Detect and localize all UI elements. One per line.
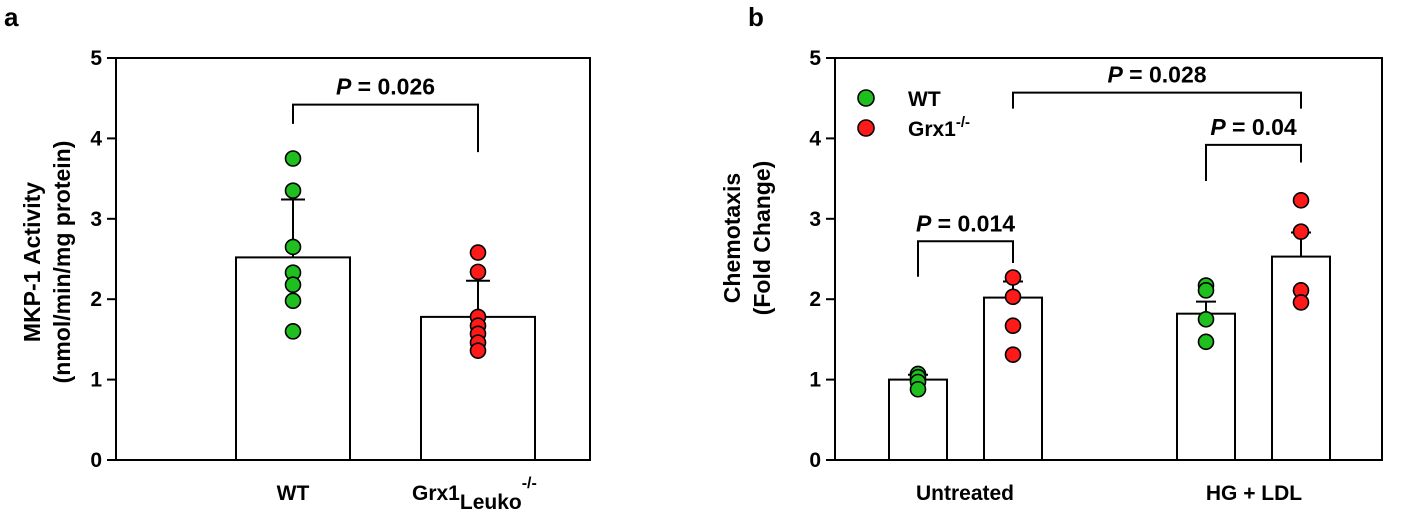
plot-frame (834, 57, 1383, 461)
significance-bracket (292, 103, 479, 153)
panel-b-letter: b (748, 2, 764, 32)
data-point (284, 323, 302, 340)
y-tick-label: 2 (809, 288, 821, 311)
significance-bracket (917, 240, 1014, 277)
data-point (909, 380, 927, 398)
y-tick-label: 1 (90, 369, 102, 392)
x-category-label: Grx1Leuko-/- (412, 475, 537, 510)
legend-marker (857, 119, 875, 137)
panel-b-y-axis-title: Chemotaxis (719, 173, 745, 303)
x-category-label: WT (277, 482, 310, 505)
y-tick-label: 2 (90, 288, 102, 311)
data-point (1197, 282, 1215, 299)
panel-a-letter: a (4, 2, 19, 32)
y-tick-label: 1 (809, 369, 821, 392)
legend-label: Grx1-/- (908, 114, 970, 141)
panel-b-y-axis-unit: (Fold Change) (749, 161, 775, 316)
y-tick-label: 5 (90, 47, 102, 70)
data-point (1197, 310, 1215, 328)
chart-panel-b: 0 1 2 3 4 5 P = 0.014 P = 0.04P = 0.028Untreate… (809, 47, 1383, 505)
bar (420, 315, 536, 461)
data-point (284, 276, 302, 294)
bar (235, 256, 351, 461)
data-point (1004, 269, 1022, 286)
y-tick-label: 5 (809, 47, 821, 70)
data-point (1004, 288, 1022, 306)
panel-a-y-axis-title: MKP-1 Activity (19, 182, 45, 342)
p-value-label: P = 0.014 (916, 210, 1015, 236)
y-tick-label: 0 (809, 449, 821, 472)
data-point (1004, 346, 1022, 363)
y-tick-label: 4 (809, 127, 821, 150)
data-point (284, 150, 302, 167)
data-point (1292, 223, 1310, 240)
y-tick-label: 3 (809, 208, 821, 231)
y-tick-label: 3 (90, 208, 102, 231)
legend-marker (857, 89, 875, 107)
data-point (284, 238, 302, 256)
x-category-label: HG + LDL (1206, 482, 1302, 505)
legend-label: WT (908, 88, 941, 111)
p-value-label: P = 0.028 (1107, 62, 1206, 88)
panel-a-y-axis-unit: (nmol/min/mg protein) (49, 141, 75, 384)
data-point (284, 182, 302, 199)
plot-frame (115, 57, 591, 461)
p-value-label: P = 0.026 (336, 74, 435, 100)
x-category-label: Untreated (916, 482, 1014, 505)
data-point (469, 263, 487, 281)
y-tick-label: 0 (90, 449, 102, 472)
data-point (1292, 294, 1310, 311)
y-tick-label: 4 (90, 127, 102, 150)
significance-bracket (1012, 91, 1302, 109)
data-point (1197, 333, 1215, 351)
data-point (469, 342, 487, 359)
significance-bracket (1205, 143, 1302, 182)
data-point (1292, 192, 1310, 209)
data-point (469, 244, 487, 261)
data-point (1004, 317, 1022, 335)
p-value-label: P = 0.04 (1210, 114, 1297, 140)
data-point (284, 292, 302, 310)
